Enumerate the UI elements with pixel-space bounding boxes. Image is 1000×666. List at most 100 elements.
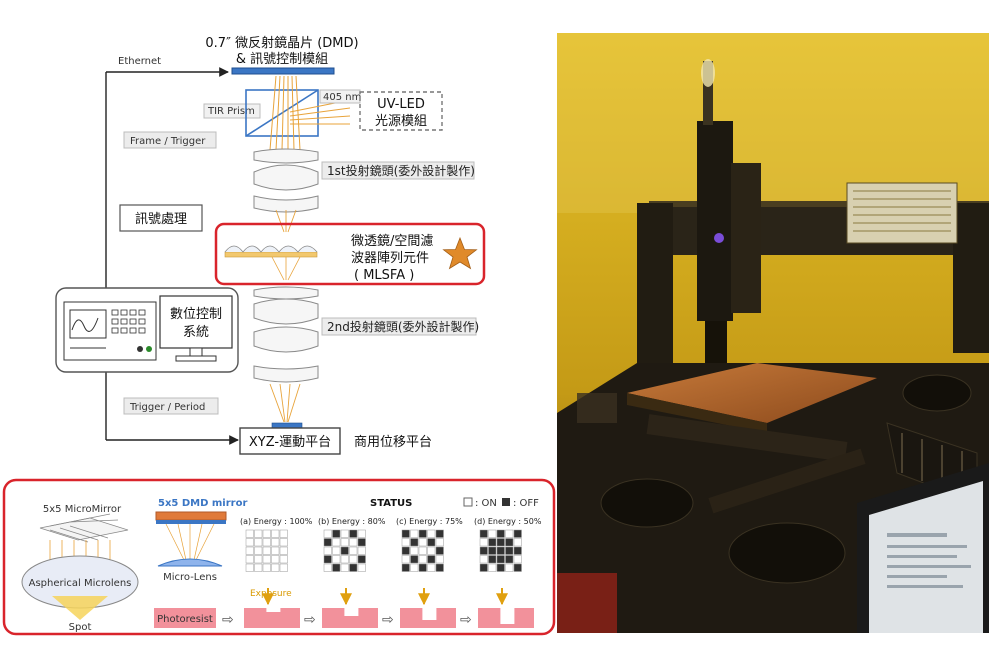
mirror-cell (279, 538, 288, 547)
dmd-title-line1: 0.7″ 微反射鏡晶片 (DMD) (205, 35, 358, 51)
mirror-cell (332, 529, 341, 538)
mlsfa-highlight (214, 222, 486, 286)
lens1-label-box (321, 161, 475, 180)
mirror-cell (254, 555, 263, 564)
monitor-icon (159, 295, 233, 362)
mirror-cell (323, 546, 332, 555)
mirror-cell (505, 546, 514, 555)
optical-head (697, 121, 733, 321)
mirror-cell (410, 555, 419, 564)
star-icon (442, 236, 478, 270)
mirror-cell (401, 563, 410, 572)
micro-lens-shape (157, 558, 223, 567)
mirror-cell (427, 538, 436, 547)
mirror-cell (496, 529, 505, 538)
mirror-cell (357, 563, 366, 572)
micro-lens-label: Micro-Lens (163, 572, 217, 583)
mirror-cell (427, 529, 436, 538)
mirror-cell (271, 538, 280, 547)
substrate-plate (627, 363, 877, 423)
mirror-cell (505, 529, 514, 538)
mirror-cell (279, 563, 288, 572)
mirror-cell (254, 529, 263, 538)
mirror-cell (271, 563, 280, 572)
mirror-cell (513, 546, 522, 555)
mirror-cell (479, 563, 488, 572)
mirror-cell (401, 538, 410, 547)
mirror-cell (479, 546, 488, 555)
xyz-stage-box (239, 427, 341, 455)
mirror-cell (427, 555, 436, 564)
photoresist-profile (478, 608, 534, 628)
mirror-cell (323, 529, 332, 538)
dmd-mirror-label: 5x5 DMD mirror (158, 498, 247, 509)
mlsfa-line2: 波器陣列元件 (351, 251, 429, 266)
mirror-cell (340, 546, 349, 555)
mirror-cell (357, 538, 366, 547)
mirror-cell (245, 555, 254, 564)
mirror-cell (254, 538, 263, 547)
mirror-cell (254, 563, 263, 572)
mirror-cell (245, 546, 254, 555)
mirror-cell (488, 529, 497, 538)
mirror-cell (332, 546, 341, 555)
mirror-cell (340, 563, 349, 572)
mirror-cell (496, 555, 505, 564)
wavelength-box (319, 89, 361, 104)
mlsfa-line1: 微透鏡/空間濾 (351, 234, 433, 249)
commercial-stage-label: 商用位移平台 (354, 435, 432, 450)
mirror-cell (435, 555, 444, 564)
photoresist-profile (244, 608, 300, 628)
mirror-cell (496, 563, 505, 572)
mirror-cell (418, 546, 427, 555)
mirror-cell (410, 546, 419, 555)
mirror-cell (340, 529, 349, 538)
microlens-array (224, 245, 318, 281)
mirror-cell (488, 555, 497, 564)
arrow-glyph: ⇨ (460, 612, 472, 628)
status-label: STATUS (370, 498, 412, 509)
digital-control-line2: 系統 (183, 325, 209, 340)
mirror-cell (332, 555, 341, 564)
frame-trigger-label: Frame / Trigger (130, 136, 206, 147)
mirror-cell (357, 555, 366, 564)
mirror-cell (262, 529, 271, 538)
mirror-cell (245, 538, 254, 547)
mirror-cell (496, 546, 505, 555)
mirror-cell (410, 529, 419, 538)
stage-plate (271, 422, 303, 429)
digital-control-line1: 數位控制 (170, 307, 222, 322)
mirror-cell (410, 538, 419, 547)
mirror-cell (349, 555, 358, 564)
mirror-cell (427, 546, 436, 555)
mirror-cell (418, 555, 427, 564)
energy-panels: (a) Energy : 100%⇨(b) Energy : 80%⇨(c) E… (240, 517, 542, 628)
energy-label: (c) Energy : 75% (396, 517, 463, 526)
tir-prism-label: TIR Prism (207, 106, 255, 117)
instrument-icon (63, 301, 157, 361)
mirror-cell (496, 538, 505, 547)
mirror-cell (357, 529, 366, 538)
mirror-cell (357, 546, 366, 555)
photoresist-profile (400, 608, 456, 628)
mirror-cell (323, 563, 332, 572)
trigger-period-box (123, 397, 219, 415)
mirror-cell (488, 538, 497, 547)
mirror-cell (262, 563, 271, 572)
frame-trigger-box (123, 131, 217, 149)
micromirror-grid (39, 513, 129, 543)
mirror-cell (323, 538, 332, 547)
mirror-cell (418, 529, 427, 538)
mirror-cell (479, 555, 488, 564)
mirror-cell (401, 529, 410, 538)
mirror-cell (505, 563, 514, 572)
mirror-cell (513, 529, 522, 538)
arrow-glyph: ⇨ (222, 612, 234, 628)
mlsfa-line3: ( MLSFA ) (354, 268, 414, 283)
mirror-cell (245, 563, 254, 572)
mirror-cell (271, 546, 280, 555)
dmd-title-line2: & 訊號控制模組 (236, 52, 328, 67)
mirror-cell (427, 563, 436, 572)
mirror-cell (435, 529, 444, 538)
mirror-cell (340, 538, 349, 547)
